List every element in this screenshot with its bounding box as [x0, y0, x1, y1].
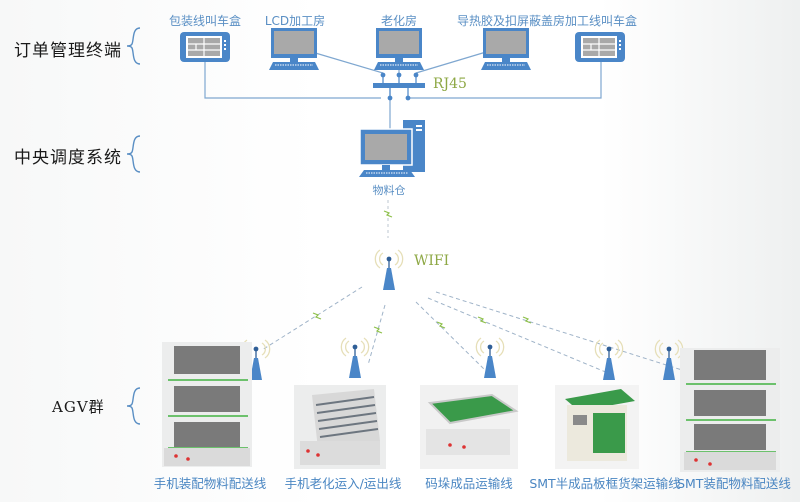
terminal-label-4: 导热胶及扣屏蔽盖房: [456, 14, 566, 28]
wifi-tower-agv-2: [340, 337, 370, 379]
wifi-tower-agv-5: [654, 339, 684, 381]
rj45-switch: [373, 72, 425, 101]
central-pc-label: 物料仓: [372, 184, 406, 197]
wire-terminal-5: [408, 52, 602, 99]
tier-label-central-dispatch: 中央调度系统: [14, 148, 122, 168]
brace-central-dispatch: [126, 135, 141, 173]
agv-label-1: 手机装配物料配送线: [153, 476, 267, 491]
agv-image-2: [294, 385, 386, 469]
tier-label-agv-group: AGV群: [52, 398, 105, 416]
agv-image-5: [680, 348, 780, 472]
terminal-label-5: 加工线叫车盒: [564, 14, 638, 28]
terminal-device-3: [373, 27, 425, 71]
agv-image-1: [162, 342, 252, 467]
terminal-label-2: LCD加工房: [264, 14, 326, 28]
agv-image-4: [555, 385, 639, 469]
brace-order-terminal: [126, 27, 141, 65]
wifi-tower-agv-4: [594, 339, 624, 381]
agv-label-4: SMT半成品板框货架运输线: [529, 476, 681, 491]
tier-label-order-terminal: 订单管理终端: [14, 41, 122, 61]
terminal-device-4: [480, 27, 532, 71]
wire-terminal-2: [311, 51, 384, 74]
wire-terminal-1: [204, 52, 381, 99]
wifi-label: WIFI: [414, 253, 450, 269]
terminal-label-1: 包装线叫车盒: [168, 14, 242, 28]
agv-label-3: 码垛成品运输线: [425, 476, 513, 491]
terminal-label-3: 老化房: [380, 14, 418, 28]
agv-label-2: 手机老化运入/运出线: [284, 476, 402, 491]
switch-label: RJ45: [433, 76, 467, 92]
brace-agv-group: [126, 387, 141, 425]
terminal-device-2: [268, 27, 320, 71]
wire-terminal-4: [415, 51, 487, 74]
wired-links: [204, 51, 602, 132]
agv-label-5: SMT装配物料配送线: [677, 476, 791, 491]
wifi-tower-agv-3: [475, 337, 505, 379]
agv-image-3: [420, 385, 519, 469]
terminal-device-1: [179, 31, 231, 63]
wifi-tower-main: [374, 249, 404, 291]
wireless-links: [261, 286, 683, 374]
central-pc-device: [359, 120, 425, 177]
terminal-device-5: [574, 31, 626, 63]
